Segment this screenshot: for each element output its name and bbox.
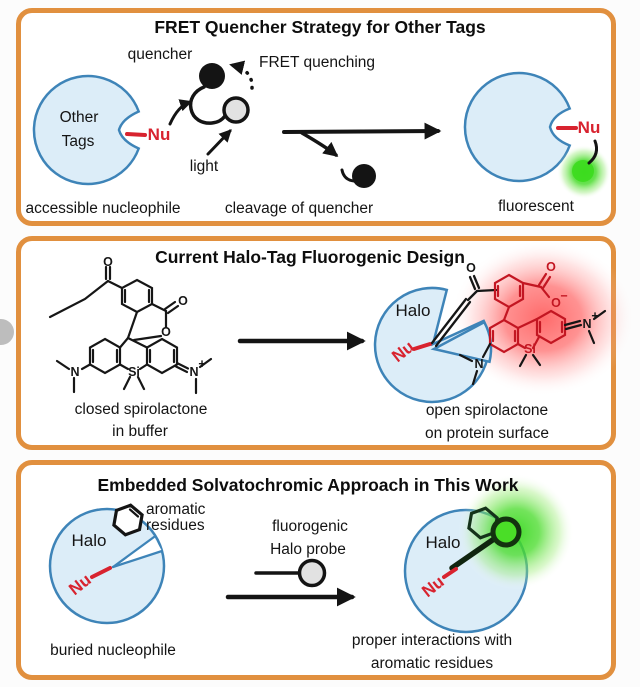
halo-label-left: Halo [71, 531, 107, 550]
caption-fluorescent: fluorescent [498, 198, 574, 215]
solvatochromic-title: Embedded Solvatochromic Approach in This… [97, 475, 519, 495]
aromatic-label-line2: residues [146, 517, 205, 534]
caption-in-buffer: in buffer [112, 423, 168, 440]
left-edge-bubble [0, 319, 14, 345]
caption-aromatic-residues: aromatic residues [370, 655, 494, 672]
caption-accessible-nucleophile: accessible nucleophile [25, 200, 181, 217]
other-tags-line2: Tags [61, 133, 95, 150]
halo-label: Halo [395, 301, 431, 320]
caption-proper-interactions: proper interactions with [351, 632, 513, 649]
caption-on-protein-surface: on protein surface [424, 425, 550, 442]
quencher-label: quencher [127, 46, 193, 63]
fret-title: FRET Quencher Strategy for Other Tags [154, 17, 486, 37]
halo-label-right: Halo [425, 533, 461, 552]
caption-cleavage-of-quencher: cleavage of quencher [224, 200, 374, 217]
aromatic-label-line1: aromatic [146, 501, 206, 518]
nu-label-right: Nu [577, 118, 601, 137]
panel-fret-strategy [16, 8, 616, 226]
fluorogenic-label: fluorogenic [272, 518, 348, 535]
halotag-title: Current Halo-Tag Fluorogenic Design [155, 247, 465, 267]
halo-probe-label: Halo probe [270, 541, 346, 558]
nu-label-left: Nu [147, 125, 171, 144]
caption-closed-spirolactone: closed spirolactone [74, 401, 208, 418]
other-tags-line1: Other [59, 109, 99, 126]
light-label: light [189, 158, 219, 175]
caption-buried-nucleophile: buried nucleophile [50, 642, 176, 659]
caption-open-spirolactone: open spirolactone [425, 402, 549, 419]
fret-quenching-label: FRET quenching [258, 54, 376, 71]
